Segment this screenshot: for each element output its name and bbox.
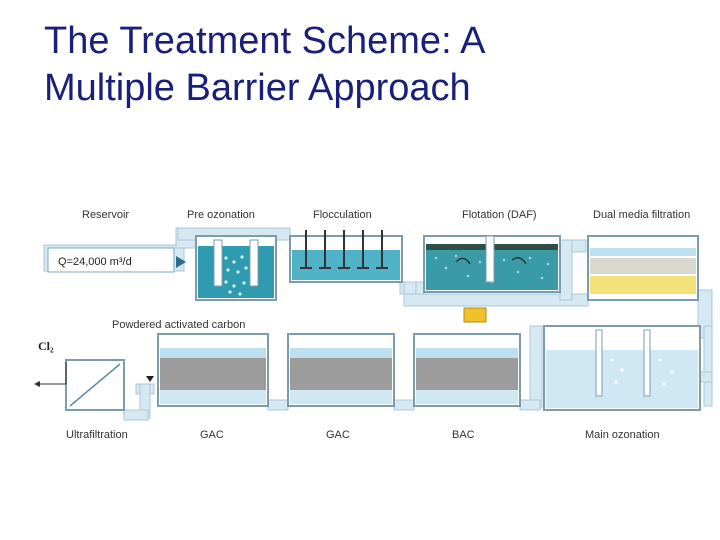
label-reservoir: Reservoir xyxy=(82,209,129,221)
gac-filter-2 xyxy=(287,333,395,407)
flocculation-tank xyxy=(289,230,403,283)
slide-title: The Treatment Scheme: A Multiple Barrier… xyxy=(44,18,684,112)
bac-filter xyxy=(413,333,521,407)
title-line-1: The Treatment Scheme: A xyxy=(44,20,486,62)
dual-media-filter xyxy=(587,235,699,301)
label-main-ozonation: Main ozonation xyxy=(585,429,660,441)
pre-ozonation-tank xyxy=(195,235,277,301)
ultrafiltration-unit xyxy=(65,359,125,411)
chlorine-label: Cl₂ xyxy=(38,339,54,353)
label-bac: BAC xyxy=(452,429,475,441)
label-flotation: Flotation (DAF) xyxy=(462,209,537,221)
pump xyxy=(463,307,487,323)
title-line-2: Multiple Barrier Approach xyxy=(44,67,471,109)
label-ultrafiltration: Ultrafiltration xyxy=(66,429,128,441)
gac-filter-1 xyxy=(157,333,269,407)
label-flocculation: Flocculation xyxy=(313,209,372,221)
flow-rate-text: Q=24,000 m³/d xyxy=(58,256,132,268)
flow-arrow-icon xyxy=(176,256,186,268)
down-arrow-icon xyxy=(146,376,154,382)
label-gac-2: GAC xyxy=(326,429,350,441)
outflow-arrow-icon xyxy=(34,381,40,387)
flotation-daf-tank xyxy=(423,235,561,323)
label-gac-1: GAC xyxy=(200,429,224,441)
main-ozonation-tank xyxy=(543,325,701,411)
flow-rate-box xyxy=(47,247,175,273)
label-dual-media-filtration: Dual media filtration xyxy=(593,209,690,221)
label-pre-ozonation: Pre ozonation xyxy=(187,209,255,221)
pac-label: Powdered activated carbon xyxy=(112,319,245,331)
